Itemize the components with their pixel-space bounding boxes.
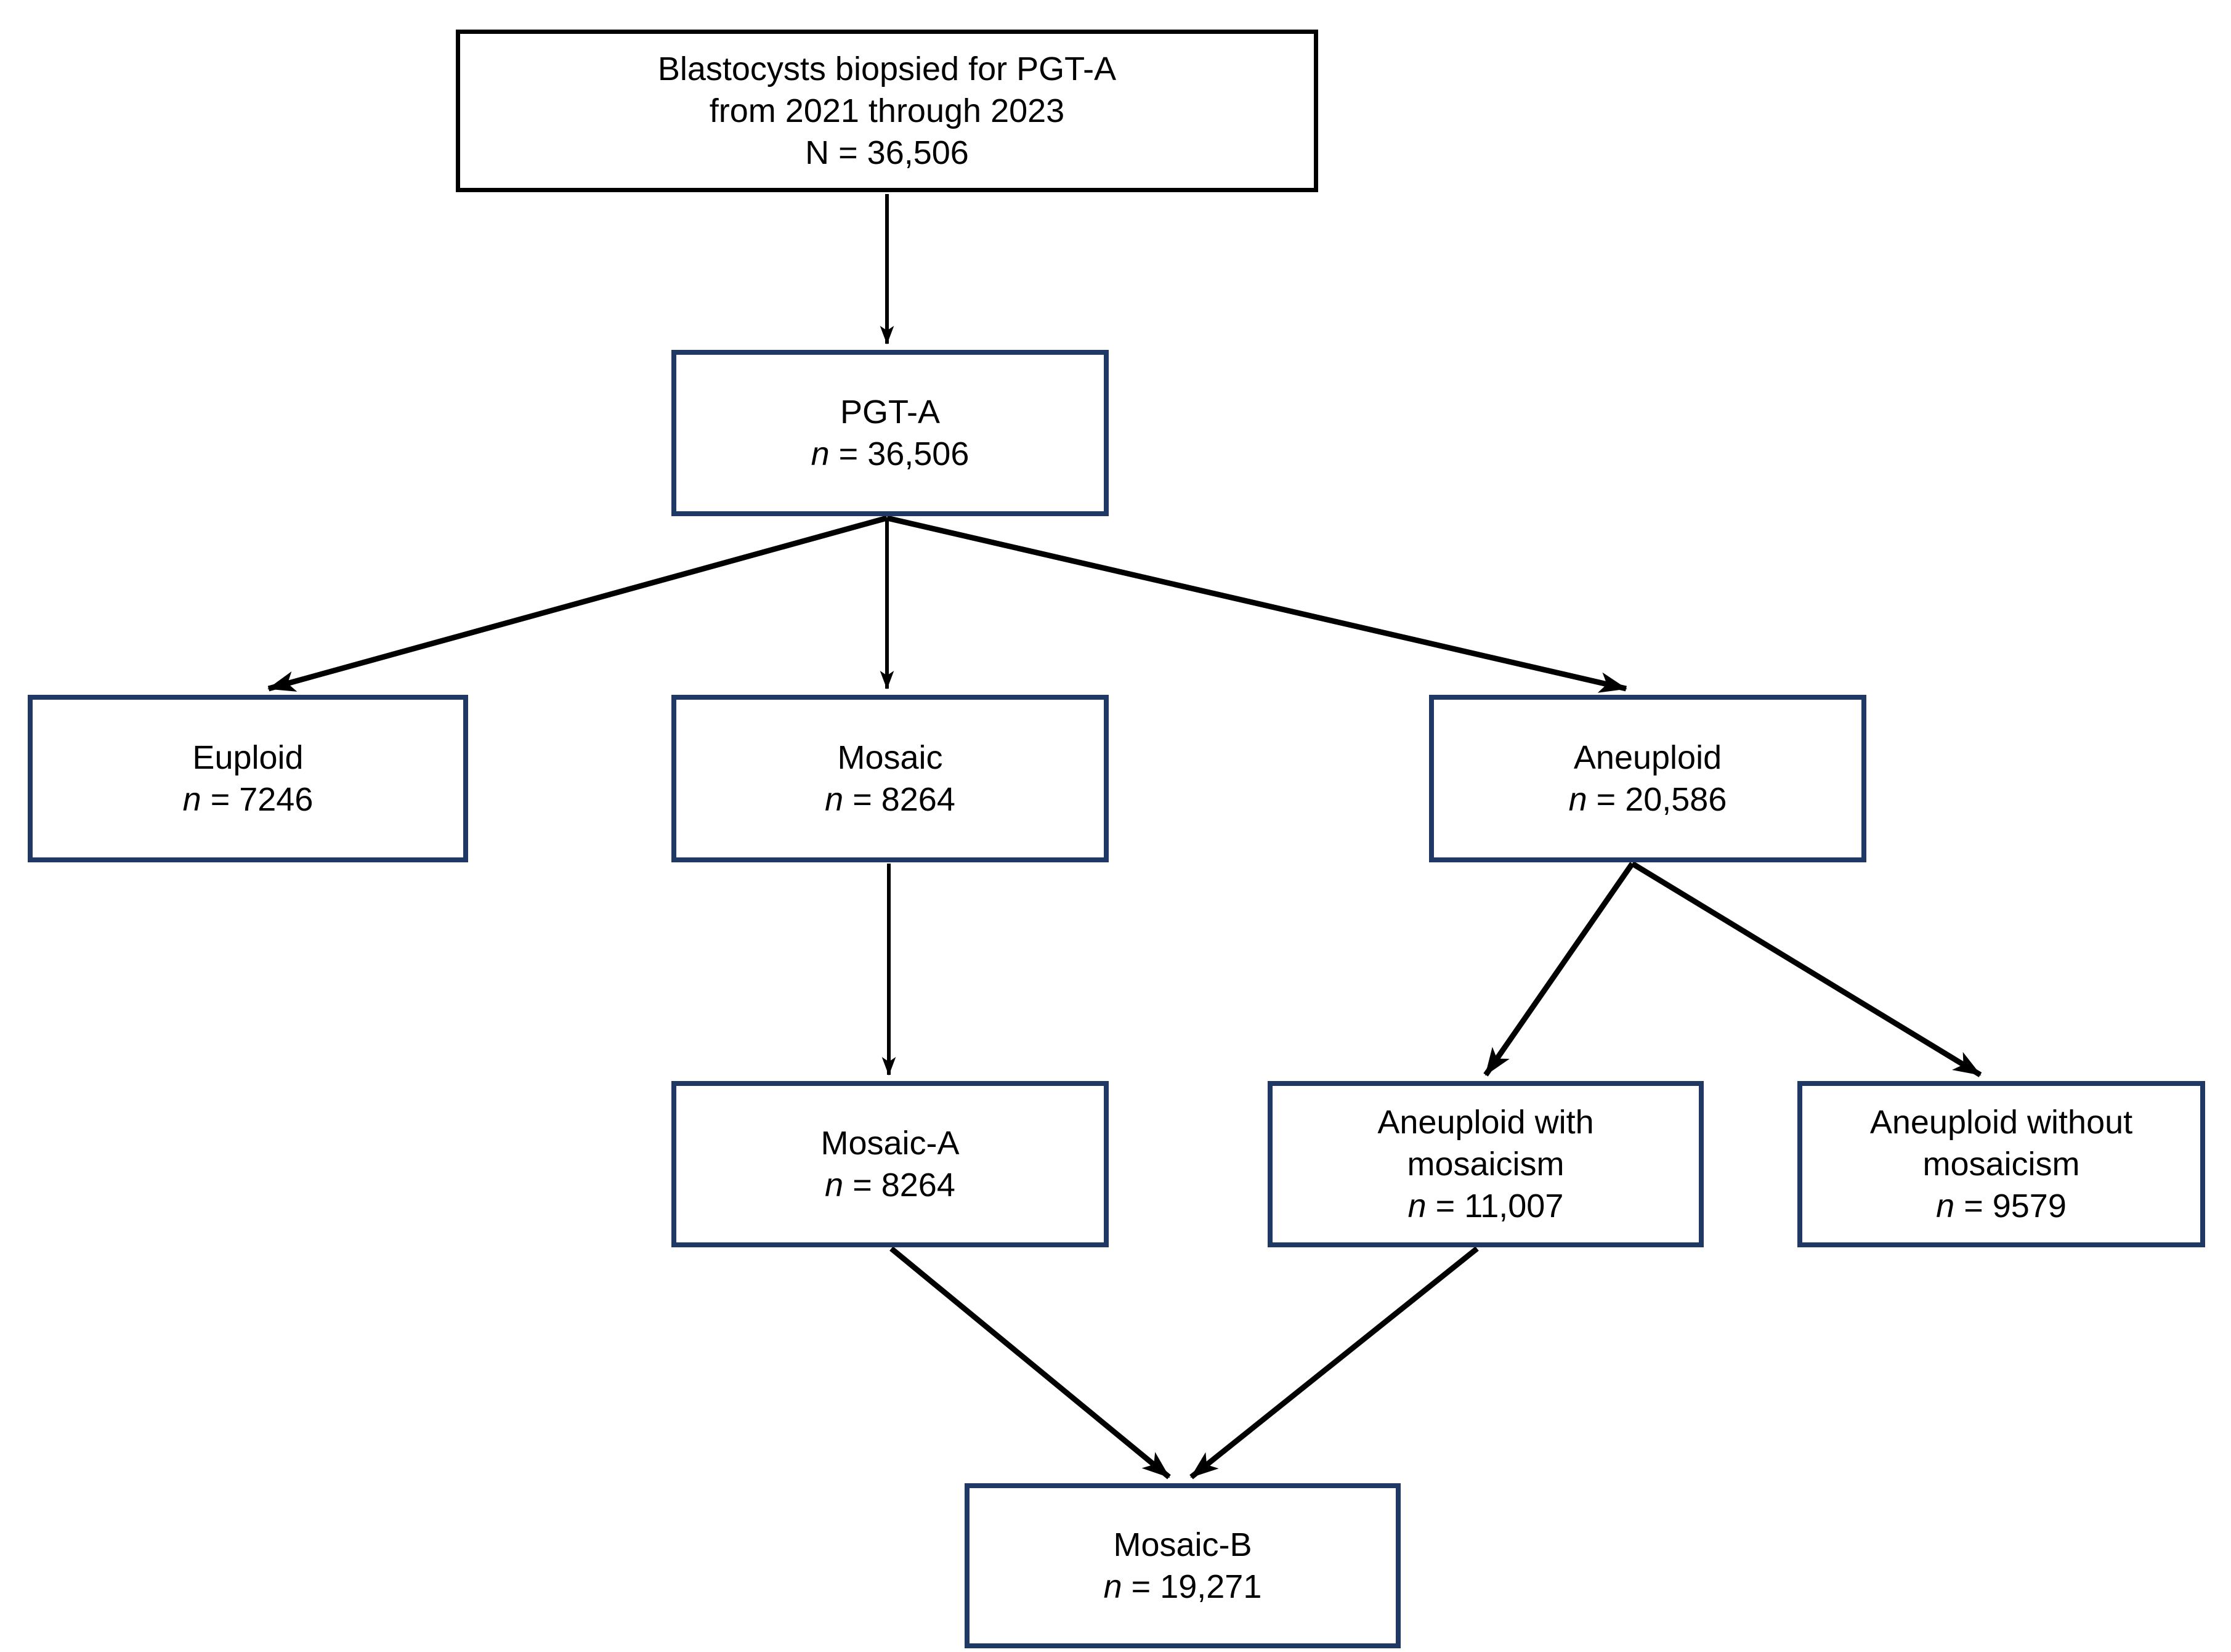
n-value: = 8264 xyxy=(843,1167,955,1204)
node-pgta-label: PGT-A xyxy=(840,394,941,431)
node-aneuploid: Aneuploid n = 20,586 xyxy=(1429,695,1866,862)
n-value: = 7246 xyxy=(201,781,314,818)
n-value: = 20,586 xyxy=(1587,781,1727,818)
n-symbol: n xyxy=(1568,781,1587,818)
arrow-aneuploid-to-aneuploid-with xyxy=(1483,862,1635,1077)
node-euploid-label: Euploid xyxy=(192,739,304,776)
node-mosaic-count: n = 8264 xyxy=(825,779,955,820)
node-aneuploid-with-count: n = 11,007 xyxy=(1408,1185,1564,1227)
n-symbol: n xyxy=(1103,1568,1122,1605)
n-symbol: n xyxy=(182,781,201,818)
arrow-pgta-to-euploid xyxy=(267,515,888,692)
arrow-aneuploid-to-aneuploid-without xyxy=(1630,861,1982,1077)
node-mosaic-label: Mosaic xyxy=(837,739,943,776)
node-pgta: PGT-A n = 36,506 xyxy=(671,350,1109,516)
node-start-line1: Blastocysts biopsied for PGT-A xyxy=(657,51,1117,87)
node-aneuploid-with-mosaicism: Aneuploid with mosaicism n = 11,007 xyxy=(1268,1081,1704,1247)
node-aneuploid-count: n = 20,586 xyxy=(1569,779,1727,820)
node-aneuploid-with-label-line2: mosaicism xyxy=(1407,1146,1565,1183)
n-value: = 11,007 xyxy=(1426,1188,1564,1225)
node-mosaic-a-count: n = 8264 xyxy=(825,1164,955,1206)
node-mosaic-a-label: Mosaic-A xyxy=(820,1125,960,1162)
node-aneuploid-with-label-line1: Aneuploid with xyxy=(1377,1104,1594,1141)
node-mosaic-b-count: n = 19,271 xyxy=(1104,1566,1262,1608)
node-euploid-count: n = 7246 xyxy=(183,779,314,820)
n-symbol: n xyxy=(811,435,830,472)
node-aneuploid-without-label-line2: mosaicism xyxy=(1922,1146,2080,1183)
arrow-pgta-to-aneuploid xyxy=(886,515,1627,693)
node-start: Blastocysts biopsied for PGT-A from 2021… xyxy=(456,30,1318,192)
arrow-mosaic-a-to-mosaic-b xyxy=(889,1246,1171,1480)
n-symbol: n xyxy=(1407,1188,1427,1225)
n-value: = 8264 xyxy=(843,781,955,818)
node-aneuploid-label: Aneuploid xyxy=(1573,739,1722,776)
n-value: = 36,506 xyxy=(829,435,970,472)
arrow-aneuploid-with-to-mosaic-b xyxy=(1189,1246,1479,1480)
n-value: = 19,271 xyxy=(1122,1568,1262,1605)
node-mosaic-b: Mosaic-B n = 19,271 xyxy=(965,1483,1401,1648)
n-symbol: n xyxy=(825,1167,844,1204)
node-start-count: N = 36,506 xyxy=(805,134,969,171)
node-aneuploid-without-count: n = 9579 xyxy=(1936,1185,2067,1227)
n-symbol: n xyxy=(825,781,844,818)
node-mosaic-b-label: Mosaic-B xyxy=(1113,1526,1252,1563)
node-mosaic: Mosaic n = 8264 xyxy=(671,695,1109,862)
node-aneuploid-without-label-line1: Aneuploid without xyxy=(1869,1104,2133,1141)
node-pgta-count: n = 36,506 xyxy=(811,433,970,475)
node-mosaic-a: Mosaic-A n = 8264 xyxy=(671,1081,1109,1247)
node-aneuploid-without-mosaicism: Aneuploid without mosaicism n = 9579 xyxy=(1797,1081,2205,1247)
node-euploid: Euploid n = 7246 xyxy=(28,695,468,862)
node-start-line2: from 2021 through 2023 xyxy=(709,92,1065,129)
n-symbol: n xyxy=(1936,1188,1955,1225)
n-value: = 9579 xyxy=(1954,1188,2067,1225)
